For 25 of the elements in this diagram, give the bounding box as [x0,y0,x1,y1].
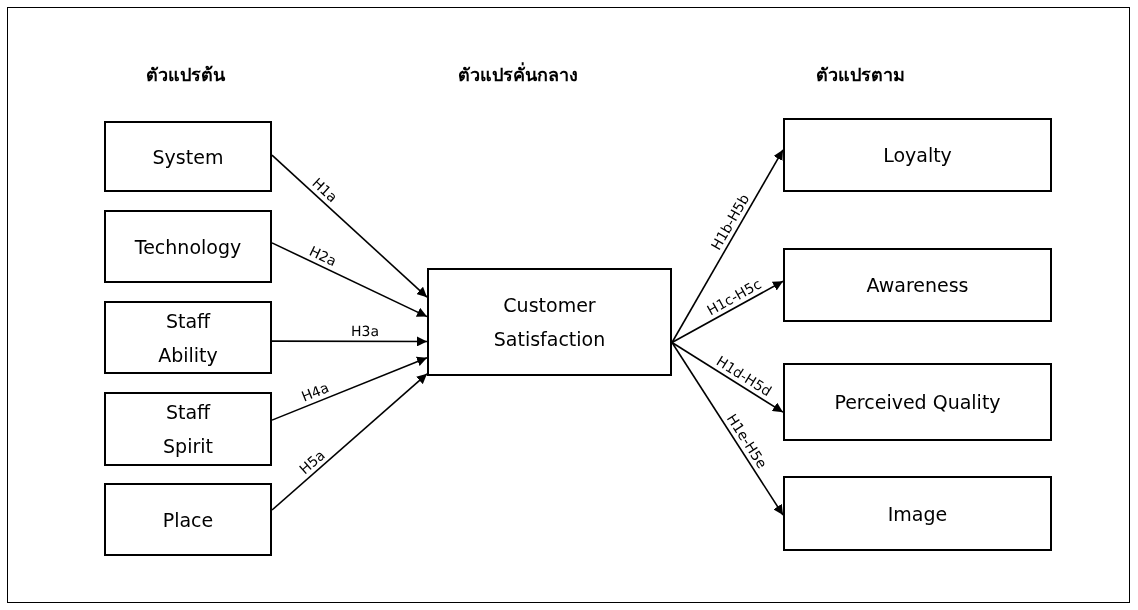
arrow [271,336,428,347]
variable-box: Image [783,476,1052,551]
edge-label: H5a [296,447,328,477]
variable-box: Customer Satisfaction [427,268,672,376]
arrow [271,356,428,421]
variable-box: Loyalty [783,118,1052,192]
variable-box: Staff Spirit [104,392,272,466]
arrow [271,242,428,318]
edge-label: H2a [307,243,339,269]
arrow [671,280,784,344]
variable-box: Technology [104,210,272,283]
column-heading: ตัวแปรต้น [145,62,225,87]
variable-box: Perceived Quality [783,363,1052,441]
arrow [671,149,784,344]
arrow [671,341,784,413]
edge-label: H4a [299,380,331,404]
variable-box: Staff Ability [104,301,272,374]
column-heading: ตัวแปรคั่นกลาง [458,61,578,87]
variable-box: Awareness [783,248,1052,322]
arrow [271,373,428,511]
column-heading: ตัวแปรตาม [815,62,905,87]
edge-label: H3a [351,324,380,339]
variable-box: System [104,121,272,192]
arrow [271,154,428,298]
variable-box: Place [104,483,272,556]
